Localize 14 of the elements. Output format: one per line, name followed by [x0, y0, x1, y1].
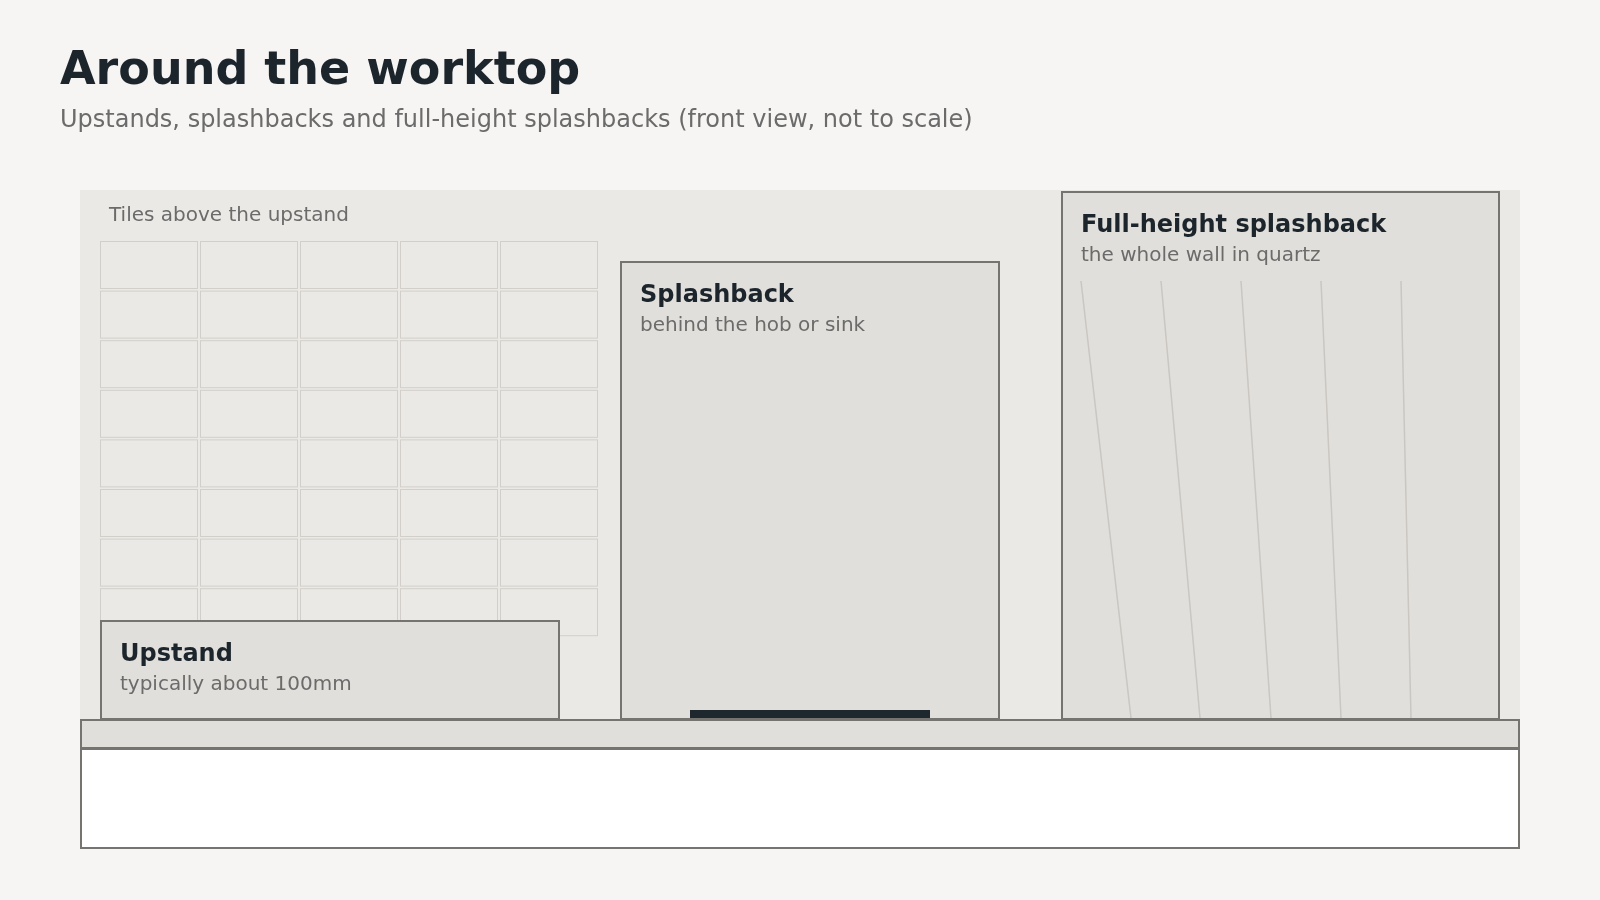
full-height-splashback-panel [1061, 191, 1500, 720]
tiles-caption: Tiles above the upstand [109, 202, 349, 226]
panel-description: typically about 100mm [120, 671, 352, 695]
splashback-panel [620, 261, 1000, 720]
title: Around the worktop [60, 41, 581, 95]
panel-heading: Splashback [640, 280, 794, 308]
panel-description: behind the hob or sink [640, 312, 866, 336]
panel-heading: Full-height splashback [1081, 210, 1387, 238]
cabinet-front [80, 750, 1520, 849]
subtitle: Upstands, splashbacks and full-height splashbacks (front view, not to scale) [60, 105, 973, 133]
upstand-panel [100, 620, 560, 720]
worktop [80, 719, 1520, 750]
panel-description: the whole wall in quartz [1081, 242, 1321, 266]
panel-heading: Upstand [120, 639, 233, 667]
